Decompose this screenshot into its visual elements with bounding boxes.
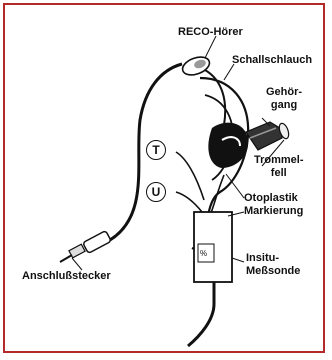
label-reco-hoerer: RECO-Hörer: [178, 26, 243, 39]
label-gehoergang: Gehör- gang: [266, 86, 302, 112]
marker-u: U: [146, 182, 166, 202]
insitu-probe-body: %: [194, 212, 232, 282]
label-otoplastik-markierung: Otoplastik Markierung: [244, 192, 303, 218]
connector-plug: [60, 231, 111, 262]
reco-earphone: [180, 54, 212, 79]
ear-canal: [246, 122, 282, 150]
label-schallschlauch: Schallschlauch: [232, 54, 312, 67]
svg-text:%: %: [200, 249, 207, 258]
label-trommelfell: Trommel- fell: [254, 154, 304, 180]
label-insitu-messsonde: Insitu- Meßsonde: [246, 252, 300, 278]
label-anschlussstecker: Anschlußstecker: [22, 270, 111, 283]
probe-lead: [188, 282, 214, 346]
marker-t: T: [146, 140, 166, 160]
